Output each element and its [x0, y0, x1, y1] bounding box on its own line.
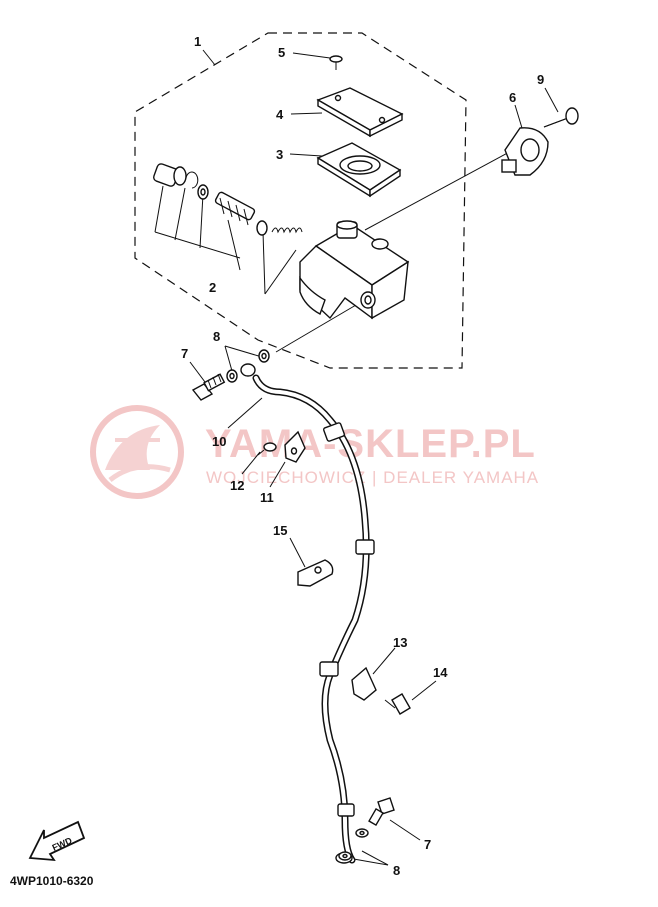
watermark-brand: YAMA-SKLEP.PL — [205, 422, 536, 466]
bracket-part-11 — [284, 430, 306, 463]
callout-1: 1 — [194, 34, 201, 49]
clamp-part-6 — [501, 127, 549, 176]
union-bolt-part-7-lower — [368, 797, 395, 827]
part-code: 4WP1010-6320 — [10, 874, 94, 888]
callout-9: 9 — [537, 72, 544, 87]
callout-7-lower: 7 — [424, 837, 431, 852]
callout-6: 6 — [509, 90, 516, 105]
washers-part-8-lower — [338, 828, 369, 861]
callout-15: 15 — [273, 523, 287, 538]
watermark-tagline: WOJCIECHOWICZ | DEALER YAMAHA — [206, 468, 539, 487]
callout-8-upper: 8 — [213, 329, 220, 344]
bolt-part-9 — [543, 107, 579, 128]
bolt-part-14 — [384, 693, 411, 715]
washers-part-8-upper — [226, 349, 270, 383]
master-cylinder-assembly-boundary — [134, 32, 467, 369]
reservoir-cap-part-4 — [316, 87, 404, 138]
hose-clip-part-15 — [297, 559, 334, 587]
screw-part-12 — [257, 442, 277, 456]
callout-10: 10 — [212, 434, 226, 449]
callout-labels: 1 2 3 4 5 6 7 7 8 8 9 10 11 12 13 14 15 — [181, 34, 544, 878]
callout-3: 3 — [276, 147, 283, 162]
union-bolt-part-7-upper — [191, 373, 226, 401]
watermark-logo — [90, 405, 184, 499]
callout-12: 12 — [230, 478, 244, 493]
callout-13: 13 — [393, 635, 407, 650]
callout-11: 11 — [260, 490, 274, 505]
hose-guide-part-13 — [351, 666, 377, 701]
diaphragm-part-3 — [316, 142, 402, 198]
callout-4: 4 — [276, 107, 284, 122]
master-cylinder-body — [299, 220, 410, 320]
callout-14: 14 — [433, 665, 448, 680]
fwd-arrow-icon: FWD — [28, 820, 86, 862]
piston-kit-part-2 — [153, 163, 303, 236]
watermark: YAMA-SKLEP.PL WOJCIECHOWICZ | DEALER YAM… — [90, 405, 539, 499]
leader-lines — [154, 49, 559, 866]
callout-7-upper: 7 — [181, 346, 188, 361]
callout-8-lower: 8 — [393, 863, 400, 878]
callout-2: 2 — [209, 280, 216, 295]
callout-5: 5 — [278, 45, 285, 60]
screw-part-5 — [329, 55, 343, 70]
